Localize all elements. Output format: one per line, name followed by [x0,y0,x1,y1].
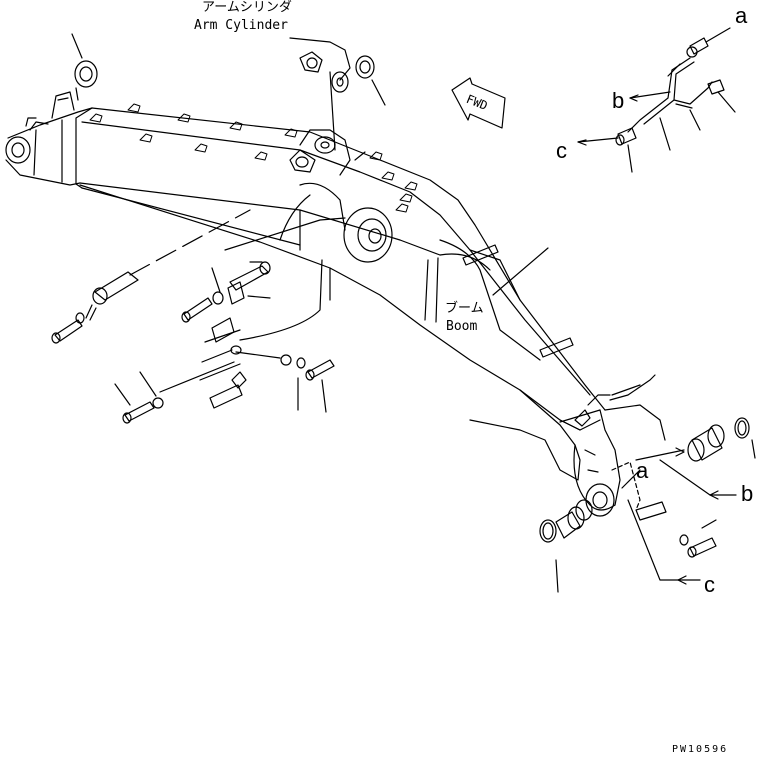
callout-b-bottom: b [741,481,753,506]
boom-center-boss [343,207,393,263]
boom-edges [75,107,606,431]
callout-c-top: c [556,138,567,163]
drawing-code: PW10596 [672,744,728,755]
boom-assembly [5,91,666,517]
pin-sensor-assembly [51,209,346,424]
arm-cylinder-label-en: Arm Cylinder [194,18,288,33]
fwd-arrow: FWD [451,77,506,129]
fwd-label: FWD [464,92,489,113]
boom-foot-pivot [5,91,93,186]
arm-cylinder-bracket [289,129,366,176]
callout-a-bottom: a [636,458,649,483]
boom-callout: ブーム Boom [445,247,549,334]
boom-label-en: Boom [446,319,477,334]
arm-cylinder-label-jp: アームシリンダ [202,0,292,15]
boom-side-plates [279,182,601,481]
arm-cylinder-callout: アームシリンダ Arm Cylinder [194,0,386,151]
callout-a-top: a [735,3,748,28]
callout-c-bottom: c [704,572,715,597]
callout-b-top: b [612,88,624,113]
foot-pin-washer [71,33,98,101]
hose-detail-top: a b c [556,3,748,173]
boom-tip-hardware: a b c [539,417,756,597]
hose-clamps [89,103,418,213]
boom-label-jp: ブーム [445,300,484,316]
grease-tubes [439,239,574,361]
